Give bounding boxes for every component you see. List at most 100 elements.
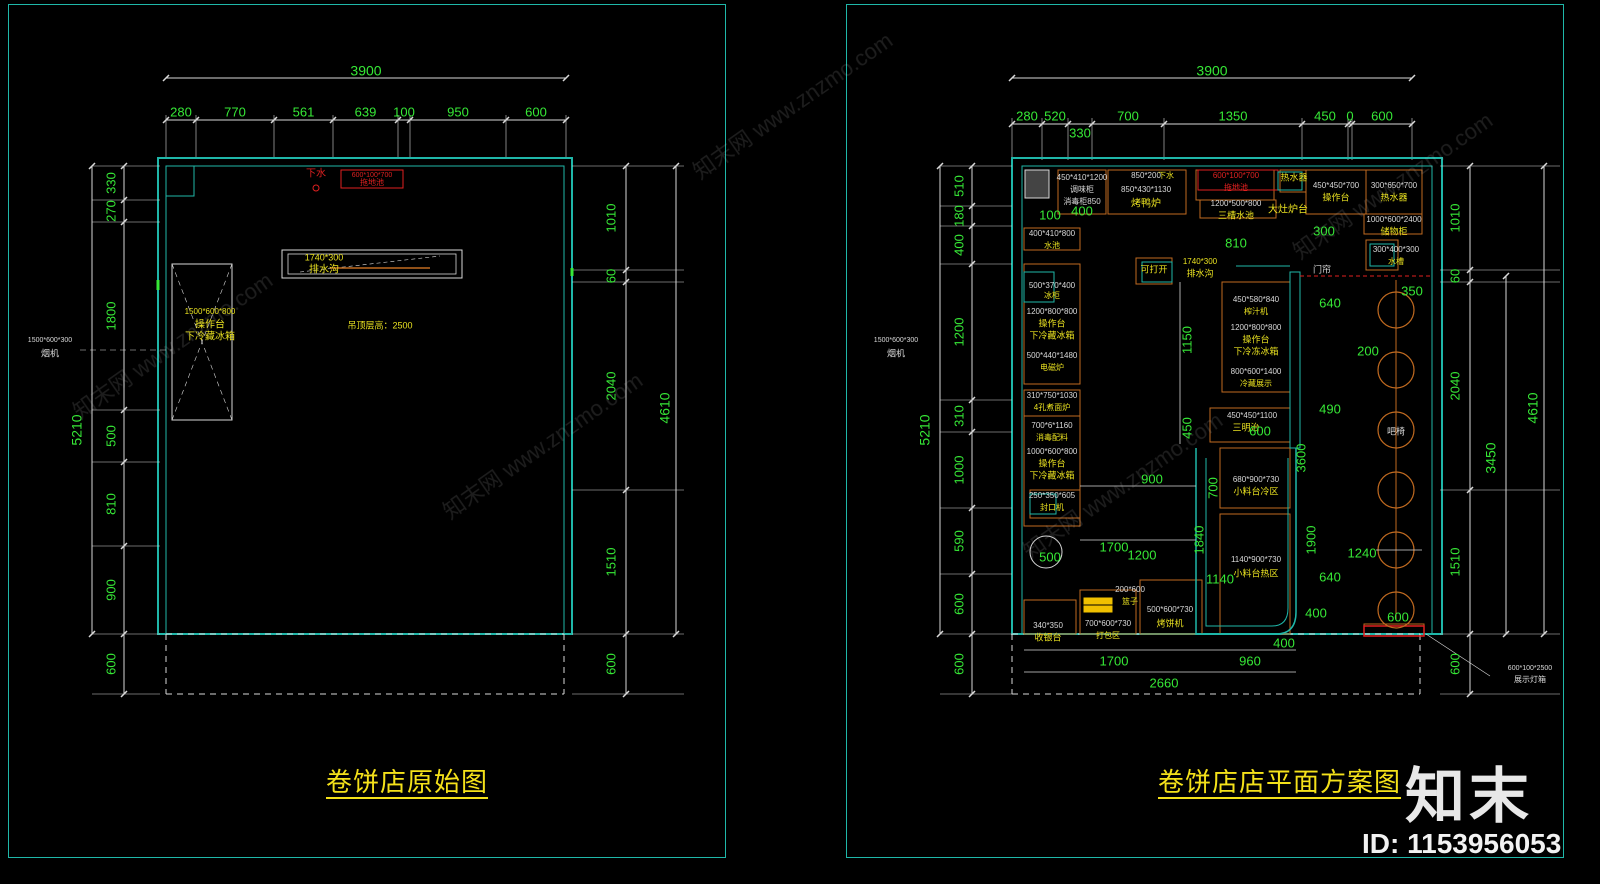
fixture-19 <box>1079 589 1137 635</box>
left-sheet-frame <box>8 4 726 858</box>
fixture-3 <box>1199 199 1277 219</box>
fixture-label-k2: 水池 <box>1044 240 1060 250</box>
dim-tick <box>1008 74 1016 82</box>
fixture-label-t2: 操作台 <box>1038 457 1065 468</box>
lightbox-leader <box>1425 633 1491 677</box>
fixture-label-a: 450*410*1200 <box>1057 173 1108 182</box>
fixture-label-k: 400*410*800 <box>1029 229 1076 238</box>
dim-tick <box>1540 630 1548 638</box>
fixture-0 <box>1057 169 1107 215</box>
dim-top-segment: 1350 <box>1219 108 1248 123</box>
dim-left-seg: 600 <box>951 653 966 675</box>
fixture-label-d: 1200*500*800 <box>1211 199 1262 208</box>
dim-interior: 600 <box>1387 609 1409 624</box>
dim-interior: 1240 <box>1348 545 1377 560</box>
fixture-label-z2: 小料台冷区 <box>1233 485 1278 496</box>
drain-label: 排水沟 <box>309 263 339 276</box>
dim-right-seg: 1510 <box>603 548 618 577</box>
work-label2: 下冷藏冰箱 <box>185 330 235 343</box>
fixture-20 <box>1139 579 1203 635</box>
dim-right-seg: 60 <box>603 269 618 283</box>
fixture-21 <box>1023 599 1077 635</box>
fixture-label-r: 310*750*1030 <box>1027 391 1078 400</box>
dim-interior: 900 <box>1141 471 1163 486</box>
fixture-label-o2: 冰柜 <box>1044 290 1060 300</box>
fixture-label-g: 450*450*700 <box>1313 181 1360 190</box>
mop-sink <box>340 169 404 189</box>
dim-right-total-label: 4610 <box>657 392 673 423</box>
dim-left-seg: 270 <box>103 200 118 222</box>
fixture-label-q: 500*440*1480 <box>1027 351 1078 360</box>
fixture-label-bb: 吧椅 <box>1387 425 1405 436</box>
dim-tick <box>936 162 944 170</box>
dim-interior: 3600 <box>1293 444 1308 473</box>
drain-trench-inner <box>287 253 457 275</box>
work-dim: 1500*600*800 <box>185 307 236 316</box>
fixture-label-c: 600*100*700 <box>1213 171 1260 180</box>
basket-mark <box>1083 597 1113 605</box>
basket-mark <box>1083 605 1113 613</box>
drain-point <box>312 184 320 192</box>
dim-top-segment: 100 <box>393 104 415 119</box>
fixture-label-x: 800*600*1400 <box>1231 367 1282 376</box>
fixture-label-u: 250*350*605 <box>1029 491 1076 500</box>
mop-label: 拖地池 <box>360 177 384 187</box>
right-plan-title: 卷饼店店平面方案图 <box>1158 768 1402 798</box>
fixture-label-s2: 消毒配料 <box>1036 432 1068 442</box>
fixture-label-h2: 热水器 <box>1380 191 1407 202</box>
fixture-label-b: 850*200 <box>1131 171 1161 180</box>
fixture-label-t: 1000*600*800 <box>1027 447 1078 456</box>
dim-interior: 640 <box>1319 569 1341 584</box>
fixture-label-cc: 200*600 <box>1115 585 1145 594</box>
dim-interior: 490 <box>1319 401 1341 416</box>
fixture-label-v: 450*580*840 <box>1233 295 1280 304</box>
dim-top-segment: 600 <box>525 104 547 119</box>
fixture-label-s: 700*6*1160 <box>1031 421 1073 430</box>
fixture-label-r2: 4孔煮面炉 <box>1034 402 1070 412</box>
fixture-label-t3: 下冷藏冰箱 <box>1029 469 1074 480</box>
fixture-label-ff2: 收银台 <box>1034 631 1061 642</box>
dim-left-seg: 590 <box>951 530 966 552</box>
dim-top-segment: 330 <box>1069 125 1091 140</box>
fixture-label-a2: 调味柜 <box>1070 184 1094 194</box>
dim-interior: 810 <box>1225 235 1247 250</box>
dim-tick <box>88 630 96 638</box>
dim-tick <box>672 630 680 638</box>
fixture-label-b3: 850*430*1130 <box>1121 185 1172 194</box>
dim-top-segment: 770 <box>224 104 246 119</box>
fixture-label-w2: 操作台 <box>1242 333 1269 344</box>
cashier-chair <box>1029 535 1063 569</box>
fixture-11 <box>1023 263 1081 385</box>
fixture-label-ee2: 烤饼机 <box>1156 617 1183 628</box>
dim-tick <box>162 74 170 82</box>
fixture-label-i2: 储物柜 <box>1380 225 1407 236</box>
dim-top-segment: 280 <box>1016 108 1038 123</box>
fixture-label-dd2: 打包区 <box>1096 630 1120 640</box>
fixture-label-m2: 排水沟 <box>1186 267 1213 278</box>
fixture-label-dd: 700*600*730 <box>1085 619 1132 628</box>
dim-interior: 1840 <box>1191 526 1206 555</box>
dim-interior: 1700 <box>1100 539 1129 554</box>
work-label: 操作台 <box>195 318 225 331</box>
freezer-unit <box>1023 271 1055 303</box>
fan-label: 烟机 <box>887 347 905 358</box>
fixture-label-i: 1000*600*2400 <box>1366 215 1422 224</box>
dim-right-seg: 2040 <box>1447 372 1462 401</box>
dim-interior: 500 <box>1039 549 1061 564</box>
left-wall-column <box>165 165 195 197</box>
dim-right-seg: 60 <box>1447 269 1462 283</box>
dim-interior: 1150 <box>1179 326 1194 354</box>
dim-right-seg: 2040 <box>603 372 618 401</box>
bar-counter-inner <box>1205 458 1289 627</box>
fixture-label-j: 300*400*300 <box>1373 245 1420 254</box>
dim-left-total-label: 5210 <box>69 414 85 445</box>
sealer-unit <box>1029 493 1057 515</box>
dim-interior: 400 <box>1071 203 1093 218</box>
dim-left-seg: 310 <box>951 405 966 427</box>
fixture-label-o: 500*370*400 <box>1029 281 1076 290</box>
dim-interior: 700 <box>1205 477 1220 499</box>
fixture-label-b4: 烤鸭炉 <box>1131 197 1161 210</box>
dim-left-seg: 1000 <box>951 456 966 485</box>
dim-right-total-label: 4610 <box>1525 392 1541 423</box>
